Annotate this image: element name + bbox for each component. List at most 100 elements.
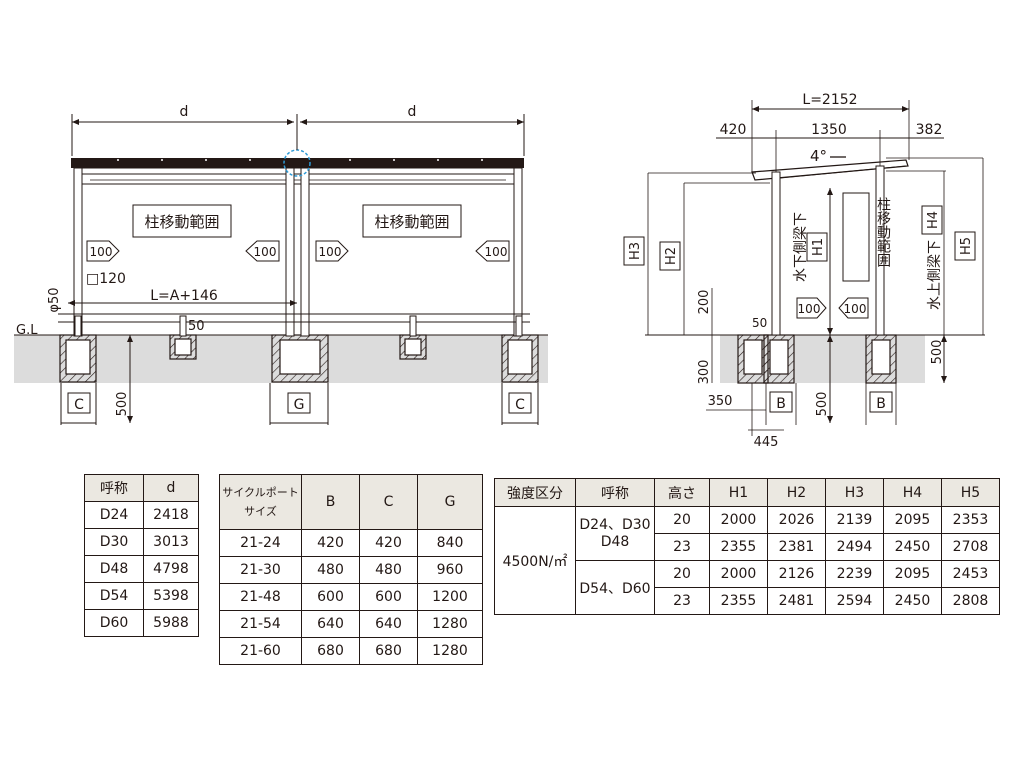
anchor-50: 50 bbox=[188, 319, 205, 334]
side-view: L=2152 420 1350 382 4° H3 H2 H5 bbox=[623, 92, 985, 450]
dim-500-mid: 500 bbox=[815, 392, 830, 417]
arrow-100-icon bbox=[245, 240, 280, 262]
dim-L-front: L=A+146 bbox=[150, 288, 218, 304]
label-H3: H3 bbox=[628, 242, 643, 260]
arrow-100-label: 100 bbox=[319, 245, 342, 259]
table-cell: 20 bbox=[654, 560, 710, 588]
group-line: D48 bbox=[600, 533, 630, 550]
table-cell: 4798 bbox=[143, 555, 199, 583]
label-H1: H1 bbox=[811, 238, 826, 256]
arrow-100-icon bbox=[796, 297, 827, 319]
table-cell: 3013 bbox=[143, 528, 199, 556]
arrow-100-icon bbox=[86, 240, 120, 262]
table-size-header: C bbox=[359, 474, 418, 530]
table-row: 23 2355 2481 2594 2450 2808 bbox=[495, 587, 1000, 615]
table-cell: D54 bbox=[84, 582, 144, 610]
table-cell: 5398 bbox=[143, 582, 199, 610]
box-C-left: C bbox=[74, 397, 84, 413]
dim-420: 420 bbox=[720, 122, 747, 138]
table-cell: 420 bbox=[301, 529, 360, 557]
table-cell: 480 bbox=[359, 556, 418, 584]
arrow-100-label: 100 bbox=[254, 245, 277, 259]
table-cell: 600 bbox=[301, 583, 360, 611]
table-cell: 600 bbox=[359, 583, 418, 611]
post-size: □120 bbox=[86, 271, 126, 287]
arrow-100-label: 100 bbox=[485, 245, 508, 259]
dim-L-side: L=2152 bbox=[802, 92, 857, 108]
table-height: 強度区分 呼称 高さ H1 H2 H3 H4 H5 4500N/㎡ D24、D3… bbox=[494, 478, 1000, 615]
dim-200: 200 bbox=[697, 290, 712, 315]
table-size-header-size: サイクルポート サイズ bbox=[219, 474, 302, 530]
table-cell: 23 bbox=[654, 533, 710, 561]
table-cell: 2450 bbox=[883, 533, 942, 561]
table-d-header: d bbox=[143, 474, 199, 502]
table-cell: 2000 bbox=[709, 506, 768, 534]
roof-beam bbox=[71, 158, 524, 168]
header-line: サイクルポート bbox=[222, 486, 299, 499]
table-cell: 680 bbox=[301, 637, 360, 665]
table-height-header: H5 bbox=[941, 478, 1000, 507]
dim-50-side: 50 bbox=[752, 316, 767, 330]
table-height-header: H2 bbox=[767, 478, 826, 507]
dim-1350: 1350 bbox=[811, 122, 847, 138]
table-height-header: H1 bbox=[709, 478, 768, 507]
table-cell: 21-30 bbox=[219, 556, 302, 584]
table-size-header: B bbox=[301, 474, 360, 530]
dim-350: 350 bbox=[708, 394, 733, 409]
table-cell: 2381 bbox=[767, 533, 826, 561]
group-cell: D24、D30 D48 bbox=[575, 506, 655, 561]
pipe-dia: φ50 bbox=[47, 287, 62, 312]
box-C-right: C bbox=[515, 397, 525, 413]
table-height-header: H3 bbox=[825, 478, 884, 507]
table-height-header: 強度区分 bbox=[494, 478, 576, 507]
table-cell: 2355 bbox=[709, 533, 768, 561]
table-cell: 2418 bbox=[143, 501, 199, 529]
arrow-100-icon bbox=[475, 240, 510, 262]
table-cell: 640 bbox=[359, 610, 418, 638]
table-size-header: G bbox=[417, 474, 483, 530]
table-cell: 20 bbox=[654, 506, 710, 534]
label-low-side: 水下側梁下 bbox=[793, 212, 809, 282]
group-cell: D54、D60 bbox=[575, 560, 655, 615]
box-G: G bbox=[294, 397, 305, 413]
depth-500: 500 bbox=[115, 392, 130, 417]
dim-d-left: d bbox=[180, 104, 189, 120]
label-high-side: 水上側梁下 bbox=[927, 240, 943, 310]
strength-cell: 4500N/㎡ bbox=[494, 506, 576, 615]
table-cell: 2808 bbox=[941, 587, 1000, 615]
table-cell: 2453 bbox=[941, 560, 1000, 588]
table-cell: 21-60 bbox=[219, 637, 302, 665]
table-cell: 2708 bbox=[941, 533, 1000, 561]
arrow-100-label: 100 bbox=[844, 302, 867, 316]
table-cell: 420 bbox=[359, 529, 418, 557]
table-cell: 21-54 bbox=[219, 610, 302, 638]
side-roof bbox=[751, 159, 909, 181]
table-cell: 680 bbox=[359, 637, 418, 665]
table-row: 4500N/㎡ D24、D30 D48 20 2000 2026 2139 20… bbox=[494, 506, 1000, 615]
dim-445: 445 bbox=[754, 435, 779, 450]
table-cell: D48 bbox=[84, 555, 144, 583]
dim-300: 300 bbox=[697, 360, 712, 385]
dim-500-right: 500 bbox=[930, 340, 945, 365]
table-cell: 21-24 bbox=[219, 529, 302, 557]
table-cell: 2000 bbox=[709, 560, 768, 588]
table-cell: 5988 bbox=[143, 609, 199, 637]
front-posts bbox=[73, 167, 523, 337]
foundations bbox=[59, 334, 539, 383]
dim-d-right: d bbox=[408, 104, 417, 120]
table-cell: 23 bbox=[654, 587, 710, 615]
label-H4: H4 bbox=[926, 211, 941, 229]
arrow-100-label: 100 bbox=[90, 245, 113, 259]
arrow-100-icon bbox=[315, 240, 349, 262]
header-line: サイズ bbox=[244, 505, 277, 518]
